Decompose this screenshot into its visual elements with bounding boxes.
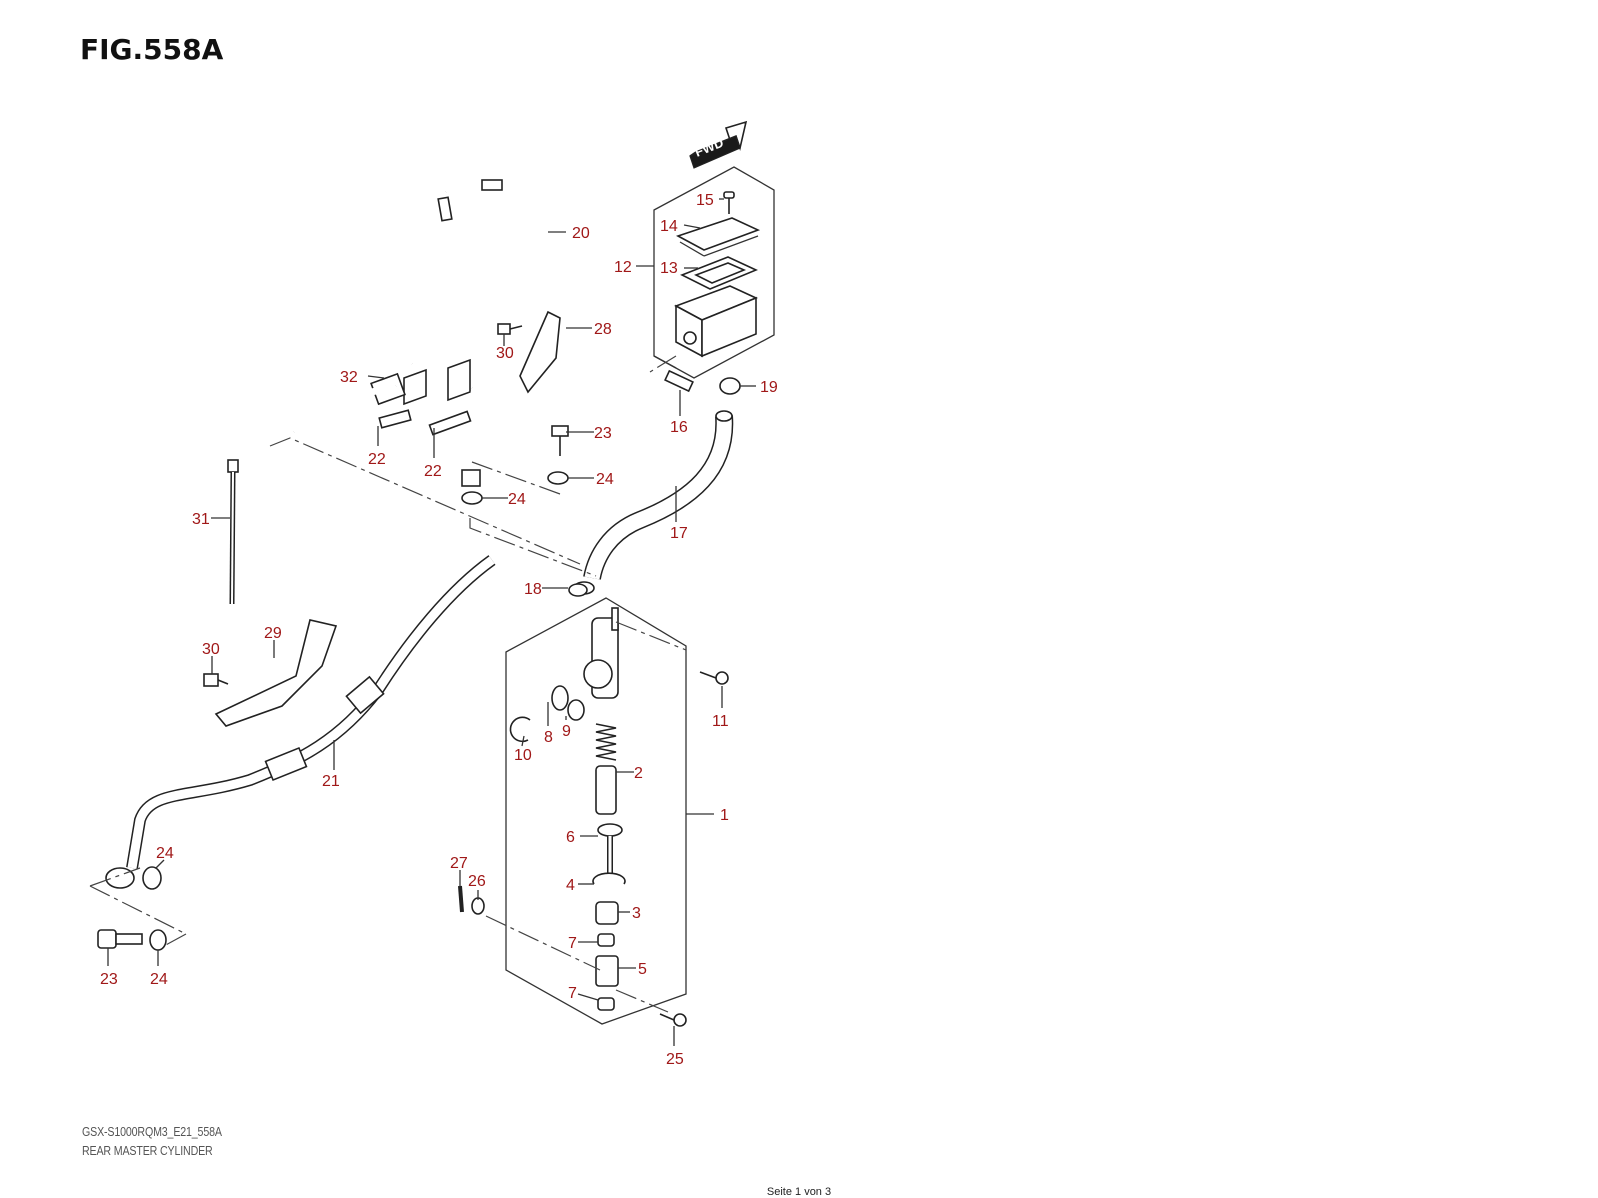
callout-26: 26 [468,873,486,890]
diagram-caption: REAR MASTER CYLINDER [82,1143,213,1158]
master-cylinder-outline [505,597,687,1025]
callout-4: 4 [566,877,575,894]
callout-31: 31 [192,511,210,528]
callout-23-upper: 23 [594,425,612,442]
callout-7-upper: 7 [568,935,577,952]
callout-7-lower: 7 [568,985,577,1002]
callout-30-lower: 30 [202,641,220,658]
callout-1: 1 [720,807,729,824]
callout-9: 9 [562,723,571,740]
banjo-bolt-washer [97,929,167,951]
callout-24-left: 24 [156,845,174,862]
leader-lines [107,198,756,1046]
callout-3: 3 [632,905,641,922]
callout-11: 11 [712,713,729,730]
callout-21: 21 [322,773,340,790]
brake-hose-upper [397,146,547,365]
page-footer: Seite 1 von 3 [766,1186,832,1198]
figure-title: FIG.558A [80,33,224,66]
callout-29: 29 [264,625,282,642]
callout-24-lower: 24 [150,971,168,988]
callout-labels: 15 14 12 13 20 28 30 32 19 16 23 22 22 2… [100,192,778,1068]
callout-23-lower: 23 [100,971,118,988]
junction-block [291,310,561,487]
brake-hose-lower [105,555,496,890]
reservoir-hose [461,369,741,580]
cotter-pin-washer [458,885,485,915]
callout-28: 28 [594,321,612,338]
callout-27: 27 [450,855,468,872]
callout-17: 17 [670,525,688,542]
reference-lines [89,355,687,1013]
callout-8: 8 [544,729,553,746]
callout-19: 19 [760,379,778,396]
model-code: GSX-S1000RQM3_E21_558A [82,1124,222,1139]
callout-6: 6 [566,829,575,846]
reservoir-parts [674,191,761,358]
hose-bracket [203,619,338,727]
reservoir-assembly-outline [653,166,775,379]
callout-24-middle: 24 [508,491,526,508]
callout-32: 32 [340,369,358,386]
callout-14: 14 [660,218,678,235]
callout-5: 5 [638,961,647,978]
callout-20: 20 [572,225,590,242]
callout-13: 13 [660,260,678,277]
callout-30-upper: 30 [496,345,514,362]
callout-12: 12 [614,259,632,276]
callout-18: 18 [524,581,542,598]
master-cylinder-parts [509,581,729,1027]
fwd-arrow-icon: FWD [689,120,748,169]
callout-22-left: 22 [368,451,386,468]
callout-24-upper: 24 [596,471,614,488]
cable-tie [227,459,239,605]
callout-25: 25 [666,1051,684,1068]
callout-2: 2 [634,765,643,782]
callout-10: 10 [514,747,532,764]
callout-16: 16 [670,419,688,436]
callout-15: 15 [696,192,714,209]
callout-22-right: 22 [424,463,442,480]
